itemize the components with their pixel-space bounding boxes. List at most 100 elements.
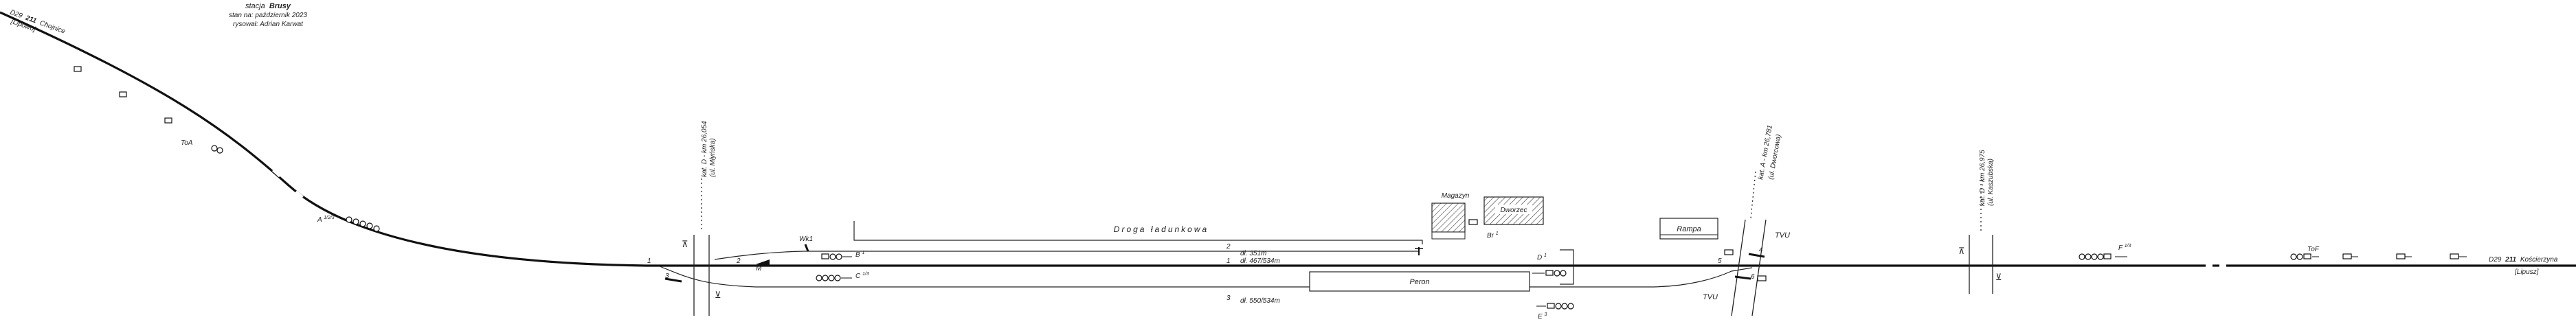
crossing-middle-dotted xyxy=(1750,171,1756,219)
d1-lamp-2 xyxy=(1560,270,1567,277)
curve-signal-lamp-2 xyxy=(216,147,223,154)
c-lamp-2 xyxy=(822,275,829,281)
f-lamp-2 xyxy=(2085,253,2092,260)
curve-signal-box-3 xyxy=(164,117,172,124)
c-label: C xyxy=(855,273,861,280)
e3-lamp-1 xyxy=(1555,303,1562,310)
b1-lamp-2 xyxy=(836,253,842,260)
d1-lamp-1 xyxy=(1554,270,1560,277)
ramp: Rampa xyxy=(1659,218,1718,240)
curve-signal-lamp-1 xyxy=(211,145,218,152)
marker-board-3 xyxy=(2450,253,2459,259)
crossing-left-label: kat. D - km 26,054 xyxy=(701,121,708,177)
f-superscript: 1/3 xyxy=(2125,244,2131,248)
a-left-lamp-3 xyxy=(359,220,366,227)
curve-signal-box-2 xyxy=(119,91,127,97)
station-prefix: stacja xyxy=(245,2,265,10)
marker-board-2 xyxy=(2396,253,2406,259)
a-left-superscript: 1/2/3 xyxy=(324,216,335,220)
b1-superscript: 1 xyxy=(862,251,864,255)
crossing-right-street: (ul. Kaszubska) xyxy=(1987,159,1995,206)
tof-label: ToF xyxy=(2307,246,2320,253)
tof-signal-box xyxy=(2303,253,2311,259)
c-lamp-1 xyxy=(816,275,822,281)
svg-text:D 1: D 1 xyxy=(1537,253,1547,262)
track-3-number: 3 xyxy=(1227,294,1231,302)
a-left-label: A xyxy=(317,216,322,224)
switch-3-label: 3 xyxy=(665,273,669,280)
track-labels: 2 dł. 351m 1 dł. 467/534m 3 dł. 550/534m xyxy=(1226,243,1280,305)
switch-1-label: 1 xyxy=(647,257,651,265)
f-label: F xyxy=(2118,244,2123,252)
track-3 xyxy=(659,266,1753,288)
c-lamp-4 xyxy=(834,275,841,281)
svg-text:A 1/2/3: A 1/2/3 xyxy=(317,216,335,224)
left-line-destination: Chojnice xyxy=(38,19,67,36)
track-3-length: dł. 550/534m xyxy=(1240,297,1280,305)
svg-text:B 1: B 1 xyxy=(855,251,864,259)
tvu-bottom-label: TVU xyxy=(1703,293,1718,301)
state-date: stan na: październik 2023 xyxy=(229,12,307,19)
tvu-top-bar xyxy=(1748,253,1765,258)
curve-break-upper xyxy=(271,167,282,178)
loading-road-outline xyxy=(853,221,1423,244)
c-superscript: 1/3 xyxy=(862,272,869,277)
switch-5-label: 5 xyxy=(1718,257,1722,265)
br-signal-label: Br 1 xyxy=(1487,231,1499,240)
platform-label: Peron xyxy=(1409,278,1429,286)
d1-superscript: 1 xyxy=(1544,253,1547,258)
main-track-curve xyxy=(0,11,1237,267)
crossing-left-barrier-top: ⊼ xyxy=(682,239,688,249)
warehouse-building xyxy=(1431,202,1466,233)
a-left-lamp-4 xyxy=(366,222,373,229)
header: stacja Brusy stan na: październik 2023 r… xyxy=(229,2,307,28)
switch-6-label: 6 xyxy=(1751,273,1755,281)
b1-label: B xyxy=(855,251,860,259)
d1-signal-box xyxy=(1545,270,1554,276)
tvu-bottom-box xyxy=(1757,275,1767,281)
b1-signal-box xyxy=(821,253,829,259)
tvu-top-label: TVU xyxy=(1775,231,1790,240)
br-label: Br xyxy=(1487,232,1494,240)
c-lamp-3 xyxy=(828,275,835,281)
tof-signal: ToF xyxy=(2290,246,2320,260)
curve-break-lower xyxy=(294,190,304,200)
e3-signal-box xyxy=(1547,303,1555,309)
ramp-outline xyxy=(1659,218,1718,240)
f-signal-box xyxy=(2103,253,2112,259)
tvu-top-box xyxy=(1724,249,1734,255)
e3-lamp-3 xyxy=(1567,303,1574,310)
a-left-lamp-2 xyxy=(352,218,359,225)
svg-text:stacja Brusy: stacja Brusy xyxy=(245,2,291,10)
d1-frame xyxy=(1560,249,1574,285)
station-building: Dworzec Br 1 xyxy=(1468,196,1544,240)
crossing-right-barrier-top: ⊼ xyxy=(1958,246,1965,256)
wk1-label: Wk1 xyxy=(799,235,813,243)
m-left-arrow xyxy=(756,259,770,266)
d1-label: D xyxy=(1537,254,1542,262)
right-line-destination: Kościerzyna xyxy=(2520,256,2558,264)
br-superscript: 1 xyxy=(1496,231,1499,236)
warehouse-ramp xyxy=(1431,231,1466,240)
right-line-number: 211 xyxy=(2505,256,2516,264)
crossing-right: kat. D - km 26,975 (ul. Kaszubska) ⊼ ⊻ xyxy=(1958,150,2002,294)
author-credit: rysował: Adrian Karwat xyxy=(233,21,304,28)
a-left-signal: A 1/2/3 xyxy=(317,216,380,232)
tvu-bottom-bar xyxy=(1734,275,1751,280)
tof-lamp-2 xyxy=(2296,253,2303,260)
crossing-right-barrier-bottom: ⊻ xyxy=(1995,272,2002,282)
svg-text:C 1/3: C 1/3 xyxy=(855,272,869,280)
right-line-id: D29 xyxy=(2489,256,2502,264)
b1-lamp-1 xyxy=(829,253,836,260)
m-left-label: M xyxy=(756,265,762,273)
track-1-length: dł. 467/534m xyxy=(1240,257,1280,265)
warehouse-label: Magazyn xyxy=(1442,192,1470,200)
crossing-left-street: (ul. Młyńska) xyxy=(709,138,717,177)
station-signals: Wk1 B 1 C 1/3 D xyxy=(664,235,2467,321)
tof-lamp-1 xyxy=(2290,253,2297,260)
warehouse: Magazyn xyxy=(1431,192,1470,240)
svg-text:D29 211 Kościerzyn: D29 211 Kościerzyna xyxy=(2489,256,2558,264)
svg-text:E 3: E 3 xyxy=(1538,312,1547,321)
d1-signal: D 1 xyxy=(1532,249,1574,285)
